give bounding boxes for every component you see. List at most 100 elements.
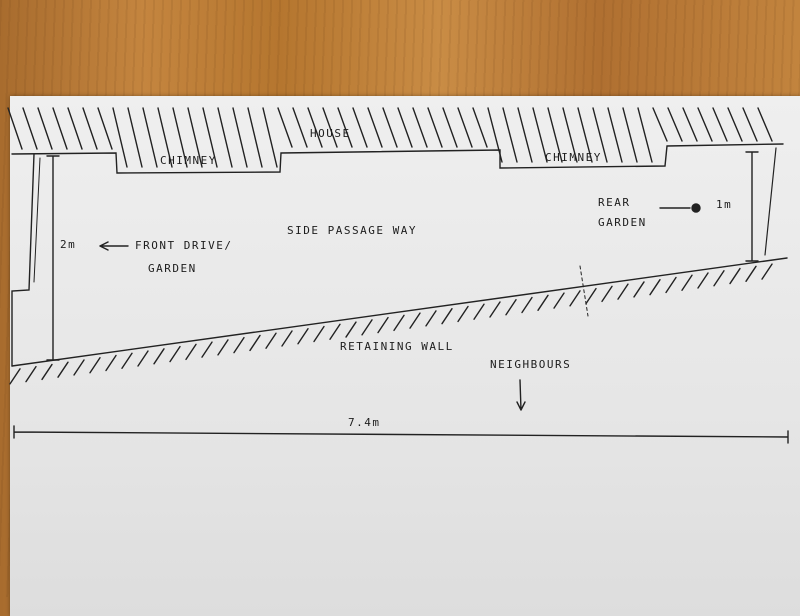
wall-hatch-stroke [633, 281, 645, 298]
wall-hatch-stroke [297, 328, 309, 345]
house-hatch-stroke [712, 107, 728, 142]
house-hatch-stroke [127, 107, 143, 168]
wall-hatch-stroke [729, 267, 741, 285]
house-hatch-stroke [22, 107, 38, 150]
house-label: HOUSE [310, 127, 351, 140]
wall-hatch-stroke [345, 321, 357, 338]
length-label: 7.4m [348, 416, 381, 429]
wall-hatch-stroke [217, 339, 229, 356]
wall-hatch-stroke [457, 305, 469, 323]
house-hatch-stroke [292, 107, 308, 148]
rear-garden-marker [691, 203, 701, 213]
chimney-left-label: CHIMNEY [160, 154, 217, 167]
wall-hatch-stroke [121, 352, 133, 369]
height-right-label: 1m [716, 198, 733, 211]
wall-hatch-stroke [185, 343, 197, 361]
wall-hatch-stroke [505, 299, 517, 316]
wall-hatch-stroke [409, 312, 421, 329]
retaining-wall-hatching [9, 263, 773, 385]
house-hatch-stroke [487, 107, 503, 163]
house-hatch-stroke [547, 107, 563, 163]
height-left-dimension [46, 155, 60, 361]
wall-hatch-stroke [201, 341, 213, 358]
wall-hatch-stroke [57, 361, 69, 378]
house-hatch-stroke [427, 107, 443, 148]
wall-hatch-stroke [761, 263, 773, 280]
rear-label: REAR [598, 196, 631, 209]
house-hatch-stroke [52, 107, 68, 150]
wall-hatch-stroke [313, 325, 325, 343]
house-hatch-stroke [7, 107, 23, 150]
garden-right-label: GARDEN [598, 216, 647, 229]
house-hatch-stroke [322, 107, 338, 148]
wall-hatch-stroke [393, 314, 405, 332]
length-dimension-line [13, 425, 789, 444]
wall-hatch-stroke [153, 348, 165, 365]
wall-hatch-stroke [329, 323, 341, 340]
site-sketch [7, 107, 789, 444]
wall-hatch-stroke [553, 292, 565, 309]
paper-sheet [10, 96, 800, 616]
house-hatch-stroke [217, 107, 233, 168]
house-hatch-stroke [262, 107, 278, 168]
house-hatch-stroke [142, 107, 158, 168]
wall-hatch-stroke [105, 354, 117, 372]
neighbour-label: NEIGHBOURS [490, 358, 572, 371]
house-hatch-stroke [652, 107, 668, 142]
house-hatch-stroke [757, 107, 773, 142]
wall-hatch-stroke [521, 296, 533, 314]
house-hatch-stroke [607, 107, 623, 163]
wall-hatch-stroke [9, 368, 21, 385]
house-hatch-stroke [532, 107, 548, 163]
house-hatch-stroke [667, 107, 683, 142]
front-drive-arrow [99, 241, 129, 251]
wall-hatch-stroke [697, 272, 709, 289]
wall-hatch-stroke [745, 265, 757, 283]
house-wall-outline [11, 143, 784, 174]
house-hatch-stroke [307, 107, 323, 148]
house-hatch-stroke [232, 107, 248, 168]
wall-hatch-stroke [681, 274, 693, 291]
house-hatch-stroke [337, 107, 353, 148]
retaining-wall-label: RETAINING WALL [340, 340, 454, 353]
house-hatch-stroke [202, 107, 218, 168]
wall-hatch-stroke [425, 310, 437, 327]
house-hatch-stroke [682, 107, 698, 142]
wall-hatch-stroke [169, 345, 181, 363]
front-boundary-line [11, 153, 35, 367]
wall-hatch-stroke [489, 301, 501, 318]
chimney-right-label: CHIMNEY [545, 151, 602, 164]
house-hatch-stroke [37, 107, 53, 150]
side-passage-label: SIDE PASSAGE WAY [287, 224, 417, 237]
house-hatch-stroke [622, 107, 638, 163]
front-fence-line [33, 157, 41, 283]
house-hatch-stroke [502, 107, 518, 163]
house-hatch-stroke [697, 107, 713, 142]
front-drive-label: FRONT DRIVE/ [135, 239, 233, 252]
wall-hatch-stroke [249, 334, 261, 352]
wall-hatch-stroke [281, 330, 293, 347]
house-hatch-stroke [67, 107, 83, 150]
wall-hatch-stroke [713, 270, 725, 287]
wall-hatch-stroke [441, 307, 453, 325]
house-hatch-stroke [517, 107, 533, 163]
house-hatch-stroke [97, 107, 113, 150]
retaining-wall-line [11, 257, 788, 367]
wall-hatch-stroke [585, 287, 597, 305]
wall-hatch-stroke [233, 336, 245, 354]
house-hatch-stroke [592, 107, 608, 163]
wall-hatch-stroke [41, 363, 53, 381]
wall-hatch-stroke [649, 278, 661, 296]
wall-hatch-stroke [89, 357, 101, 374]
house-hatch-stroke [247, 107, 263, 168]
house-hatch-stroke [352, 107, 368, 148]
height-left-label: 2m [60, 238, 77, 251]
wall-hatch-stroke [473, 303, 485, 320]
wall-hatch-stroke [537, 294, 549, 312]
wall-hatch-stroke [617, 283, 629, 300]
wall-hatch-stroke [569, 290, 581, 307]
wall-hatch-stroke [361, 319, 373, 336]
house-hatch-stroke [727, 107, 743, 142]
house-hatch-stroke [157, 107, 173, 168]
height-right-dimension [745, 151, 759, 262]
